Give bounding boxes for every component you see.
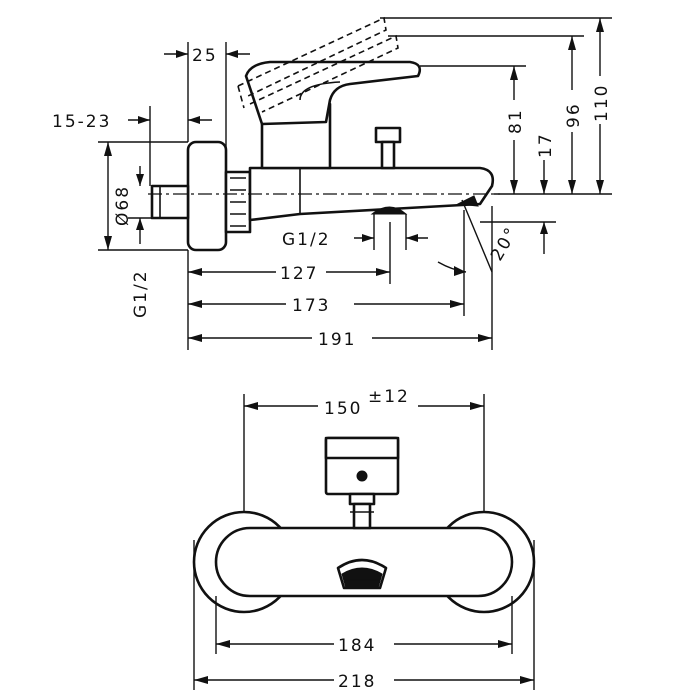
dim-25-label: 25 — [192, 46, 218, 66]
dim-96-label: 96 — [564, 102, 584, 128]
dim-150-label: 150 — [324, 399, 362, 419]
dim-15-23: 15-23 — [52, 106, 212, 186]
dim-127: 127 — [187, 222, 391, 350]
lever-handle-lifted — [237, 16, 399, 113]
dim-g12-outlet: G1/2 — [282, 214, 428, 250]
dim-184-label: 184 — [338, 636, 376, 656]
dim-218-label: 218 — [338, 672, 376, 692]
dim-25: 25 — [164, 42, 250, 168]
dim-g12-inlet-label: G1/2 — [131, 269, 151, 318]
dim-173-label: 173 — [292, 296, 330, 316]
dim-150-tol-label: ±12 — [368, 387, 410, 407]
diverter-knob — [374, 126, 402, 144]
dim-110-label: 110 — [592, 84, 612, 122]
side-view: 25 15-23 Ø68 G1/2 — [52, 16, 612, 350]
wall-rosette — [186, 140, 228, 252]
dim-verticals: 81 17 96 110 — [380, 17, 612, 223]
front-view: 150 ±12 184 — [192, 387, 536, 692]
dim-127-label: 127 — [280, 264, 318, 284]
lever-handle — [244, 60, 422, 126]
dim-184: 184 — [215, 596, 513, 656]
dim-dia68: Ø68 — [98, 141, 188, 251]
dim-150: 150 ±12 — [243, 387, 485, 530]
dim-81-label: 81 — [506, 108, 526, 134]
dim-15-23-label: 15-23 — [52, 112, 111, 132]
dim-dia68-label: Ø68 — [113, 185, 133, 226]
dim-173: 173 — [188, 210, 465, 316]
dim-218: 218 — [193, 540, 535, 692]
spout-outlet — [370, 206, 408, 215]
dim-191-label: 191 — [318, 330, 356, 350]
dim-191: 191 — [188, 206, 493, 350]
dim-17-label: 17 — [536, 132, 556, 158]
dim-g12-outlet-label: G1/2 — [282, 230, 331, 250]
inlet-pipe — [150, 184, 190, 220]
dim-g12-inlet: G1/2 — [128, 166, 152, 318]
dim-angle: 20° — [437, 199, 548, 276]
